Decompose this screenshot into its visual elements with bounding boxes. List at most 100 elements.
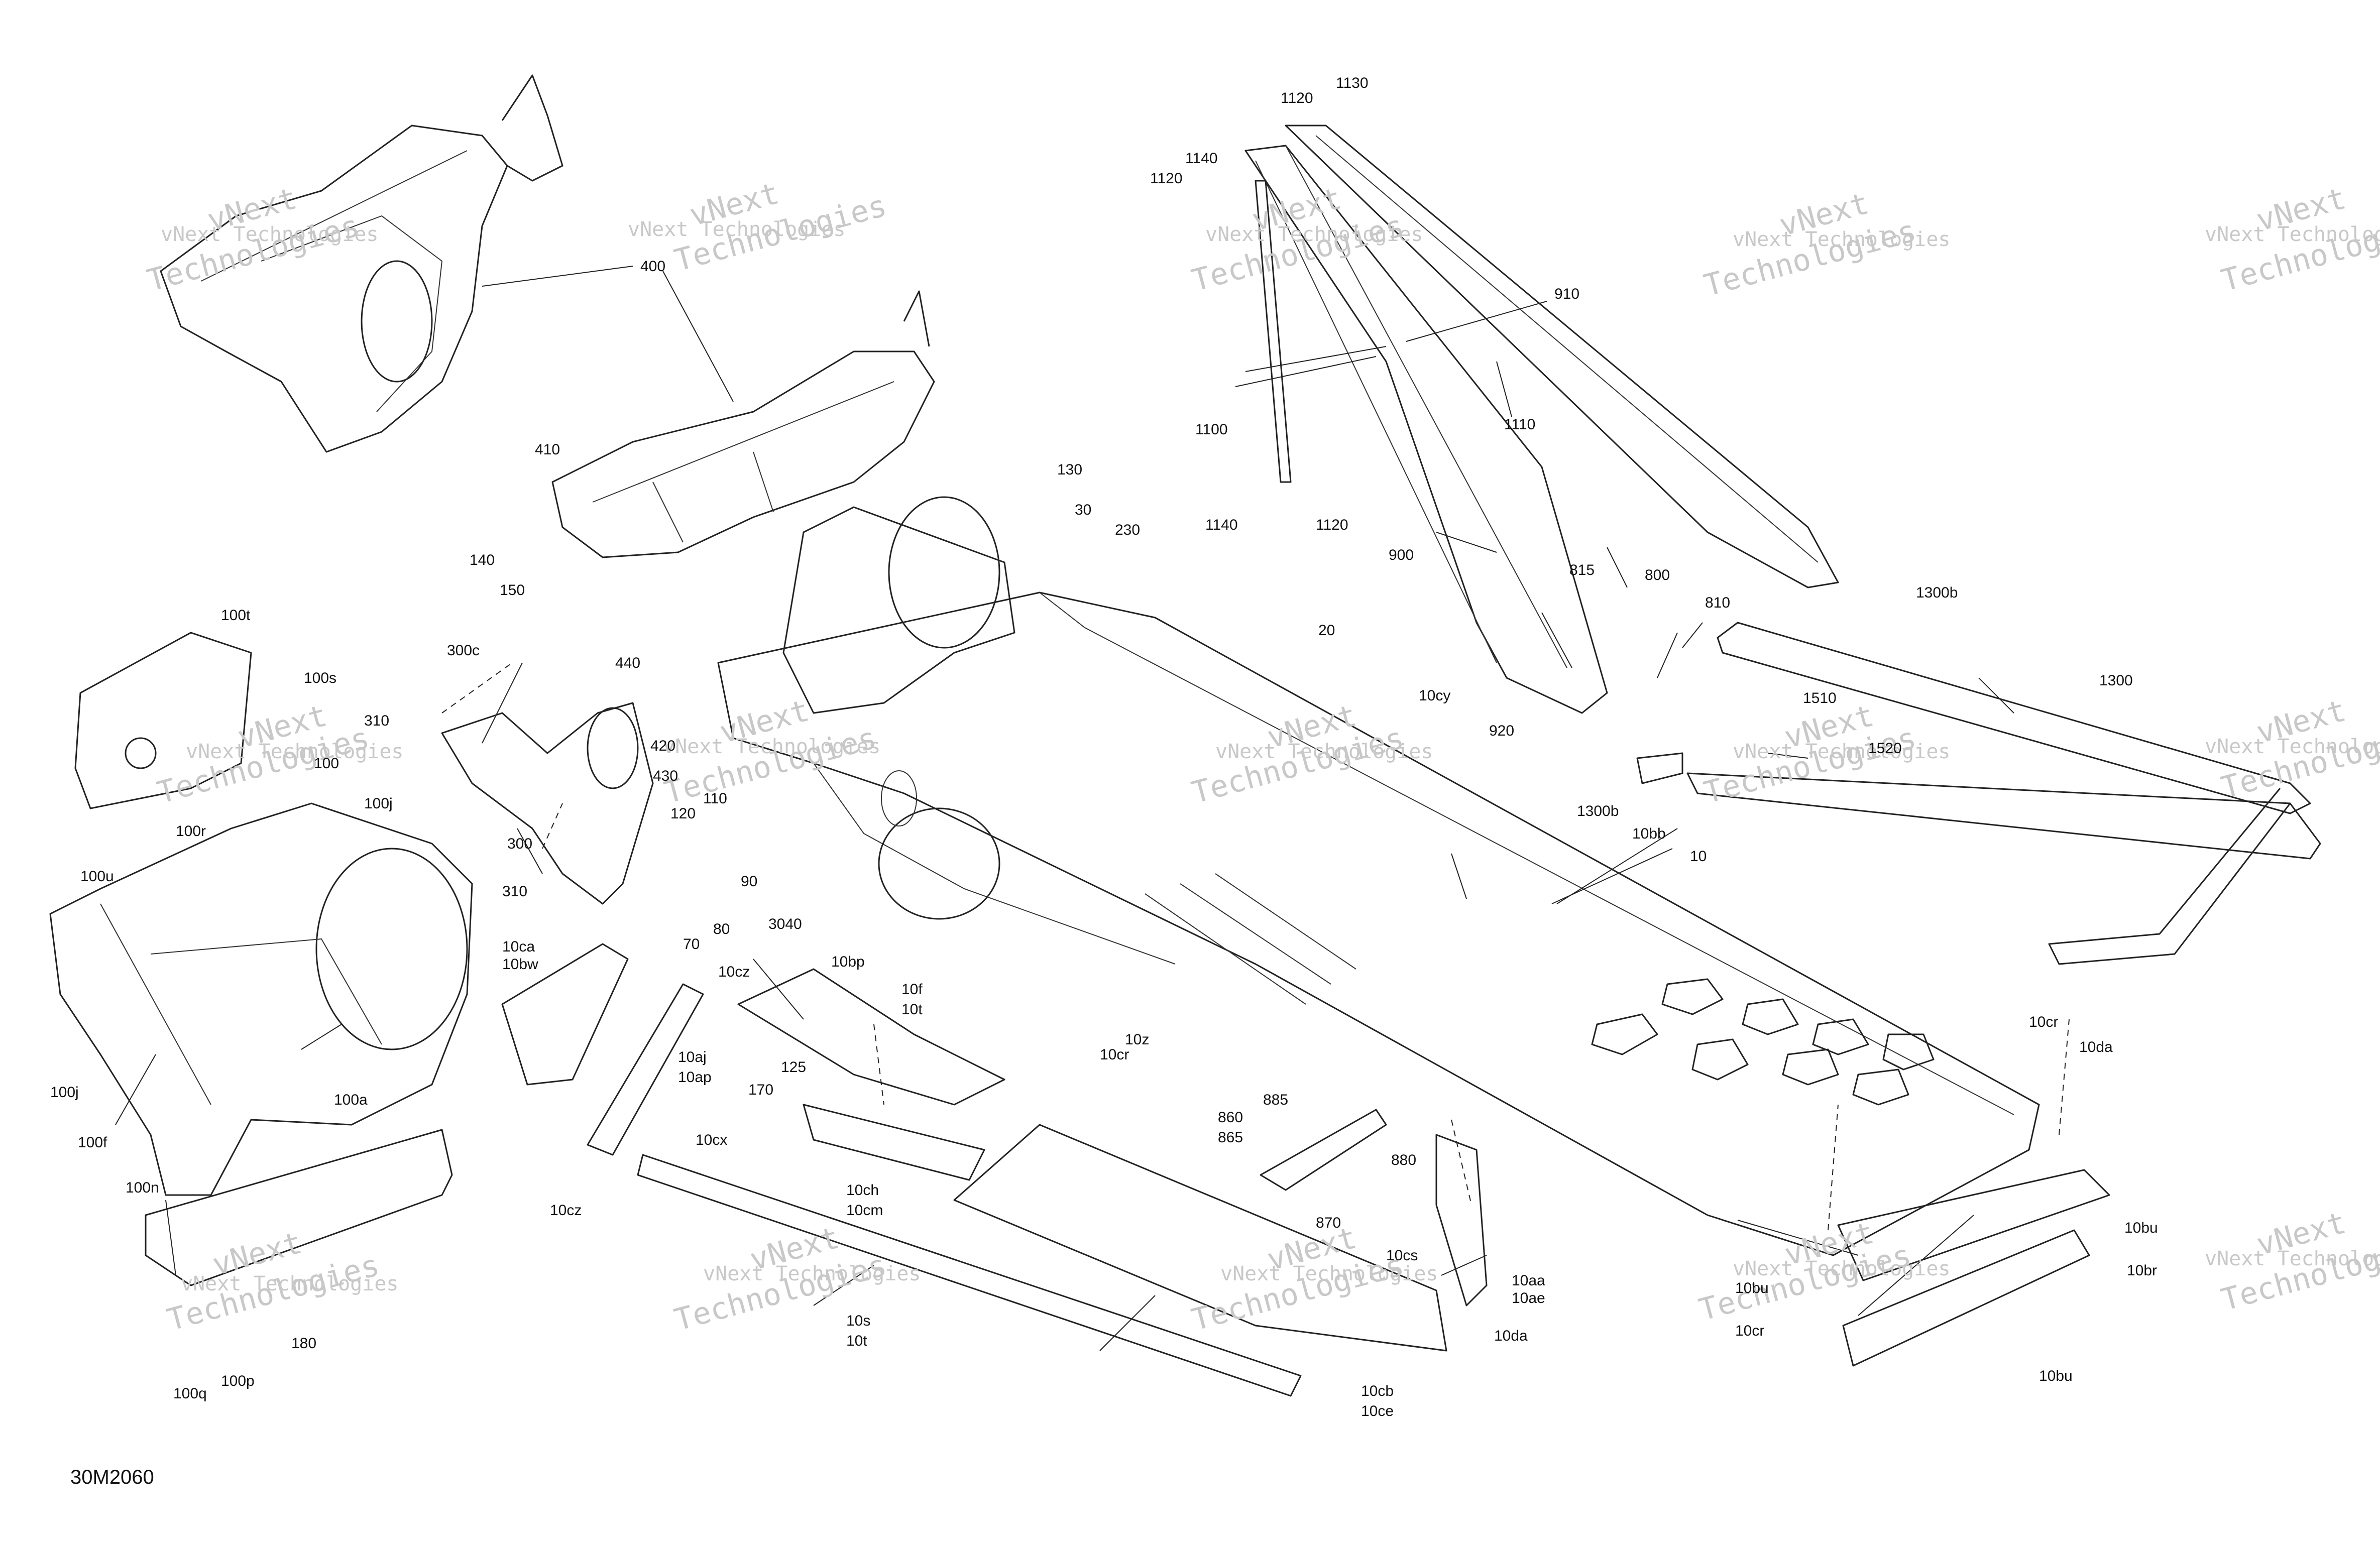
svg-text:vNext Technologies: vNext Technologies: [1215, 740, 1433, 763]
callout-10ch: 10ch: [846, 1182, 879, 1199]
callout-1130: 1130: [1336, 75, 1369, 91]
part-artwork: [49, 74, 2321, 1397]
callout-labels: 1130 1120 1140 1120 910 1110 1100 1140 1…: [50, 75, 2158, 1419]
watermark-7: vNext Technologies vNext Technologies: [661, 693, 881, 810]
part-1300-rear-bumper: [1686, 622, 2321, 965]
watermark-2: vNext Technologies vNext Technologies: [1188, 181, 1423, 298]
part-300-steering-bracket: [441, 702, 654, 905]
callout-100f: 100f: [78, 1134, 107, 1151]
callout-10cs: 10cs: [1386, 1247, 1418, 1264]
callout-100a: 100a: [334, 1092, 368, 1108]
callout-865: 865: [1218, 1129, 1243, 1146]
callout-10bw: 10bw: [502, 956, 538, 973]
callout-310: 310: [502, 883, 527, 900]
watermark-10: vNext Technologies vNext Technologies: [2205, 693, 2380, 805]
callout-10cr: 10cr: [2029, 1014, 2058, 1030]
callout-70: 70: [683, 936, 700, 953]
callout-10aj: 10aj: [678, 1049, 707, 1065]
callout-10cz: 10cz: [550, 1202, 582, 1219]
callout-860: 860: [1218, 1109, 1243, 1126]
callout-10bu: 10bu: [2039, 1368, 2073, 1384]
callout-10s: 10s: [846, 1313, 870, 1329]
callout-10bu: 10bu: [2124, 1220, 2158, 1236]
callout-10ca: 10ca: [502, 938, 535, 955]
svg-text:vNext Technologies: vNext Technologies: [181, 1272, 398, 1295]
part-400-upper-frame-top: [160, 74, 563, 453]
callout-10t: 10t: [901, 1001, 923, 1018]
callout-1120: 1120: [1150, 170, 1183, 187]
callout-10ce: 10ce: [1361, 1403, 1394, 1419]
callout-300: 300: [507, 836, 532, 852]
watermark-1: vNext Technologies vNext Technologies: [628, 176, 890, 278]
callout-10cy: 10cy: [1419, 687, 1450, 704]
callout-1510: 1510: [1803, 690, 1837, 706]
callout-100j: 100j: [364, 795, 393, 812]
svg-text:vNext Technologies: vNext Technologies: [703, 1262, 921, 1285]
callout-230: 230: [1115, 522, 1140, 538]
callout-300c: 300c: [447, 642, 480, 659]
callout-3040: 3040: [768, 916, 802, 932]
callout-10f: 10f: [901, 981, 923, 998]
callout-310: 310: [364, 713, 389, 729]
watermark-11: vNext Technologies vNext Technologies: [164, 1225, 399, 1338]
callout-1300b: 1300b: [1916, 584, 1958, 601]
callout-100: 100: [314, 755, 339, 772]
callout-10da: 10da: [2079, 1039, 2113, 1055]
callout-130: 130: [1057, 461, 1082, 478]
watermark-9: vNext Technologies vNext Technologies: [1701, 698, 1951, 810]
callout-910: 910: [1554, 286, 1579, 302]
callout-10bp: 10bp: [831, 954, 865, 970]
callout-10cr: 10cr: [1735, 1323, 1764, 1339]
callout-440: 440: [615, 655, 640, 671]
callout-1120: 1120: [1316, 517, 1348, 533]
callout-1520: 1520: [1868, 740, 1902, 757]
callout-10br: 10br: [2127, 1262, 2157, 1279]
callout-10ae: 10ae: [1512, 1290, 1545, 1307]
callout-150: 150: [500, 582, 525, 599]
svg-text:vNext Technologies: vNext Technologies: [628, 218, 845, 241]
callout-420: 420: [650, 738, 675, 754]
part-400-steering-support: [551, 290, 935, 558]
callout-30: 30: [1075, 502, 1091, 518]
callout-90: 90: [741, 873, 757, 890]
watermarks: vNext Technologies vNext Technologies vN…: [144, 176, 2380, 1338]
callout-10cx: 10cx: [696, 1132, 727, 1148]
svg-text:vNext Technologies: vNext Technologies: [2205, 1247, 2380, 1270]
callout-885: 885: [1263, 1092, 1288, 1108]
svg-text:vNext Technologies: vNext Technologies: [1220, 1262, 1438, 1285]
callout-900: 900: [1389, 547, 1414, 563]
callout-920: 920: [1489, 723, 1514, 739]
svg-text:vNext Technologies: vNext Technologies: [2205, 735, 2380, 758]
watermark-15: vNext Technologies vNext Technologies: [2205, 1205, 2380, 1318]
callout-80: 80: [713, 921, 730, 937]
watermark-8: vNext Technologies vNext Technologies: [1188, 698, 1433, 810]
callout-1140: 1140: [1205, 517, 1238, 533]
callout-10da: 10da: [1494, 1328, 1528, 1344]
callout-10z: 10z: [1125, 1031, 1149, 1048]
svg-text:vNext Technologies: vNext Technologies: [2205, 223, 2380, 246]
callout-100s: 100s: [304, 670, 336, 686]
callout-10cm: 10cm: [846, 1202, 883, 1219]
callout-100j: 100j: [50, 1084, 79, 1101]
callout-100q: 100q: [173, 1385, 207, 1402]
callout-430: 430: [653, 768, 678, 784]
watermark-3: vNext Technologies vNext Technologies: [1701, 186, 1951, 303]
callout-400: 400: [640, 258, 665, 275]
callout-20: 20: [1318, 622, 1335, 639]
svg-text:vNext Technologies: vNext Technologies: [186, 740, 403, 763]
callout-100p: 100p: [221, 1373, 255, 1389]
callout-800: 800: [1645, 567, 1670, 583]
callout-10cz: 10cz: [718, 964, 750, 980]
callout-100n: 100n: [126, 1179, 159, 1196]
callout-10: 10: [1690, 848, 1707, 865]
callout-100t: 100t: [221, 607, 251, 624]
part-100-front-bulkhead: [49, 632, 473, 1196]
callout-140: 140: [470, 552, 495, 568]
watermark-13: vNext Technologies vNext Technologies: [1188, 1220, 1438, 1338]
callout-10bu: 10bu: [1735, 1280, 1769, 1296]
callout-10bb: 10bb: [1632, 825, 1666, 842]
part-lower-components: [145, 752, 2110, 1397]
callout-1110: 1110: [1504, 416, 1535, 433]
callout-170: 170: [748, 1082, 773, 1098]
callout-410: 410: [535, 441, 560, 458]
